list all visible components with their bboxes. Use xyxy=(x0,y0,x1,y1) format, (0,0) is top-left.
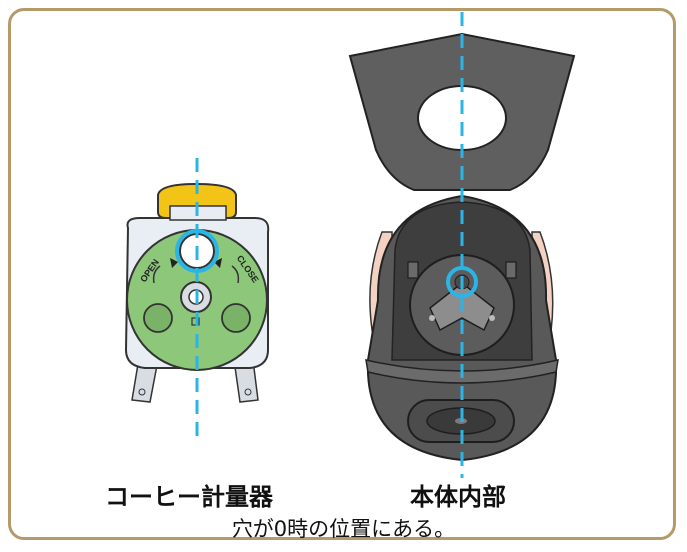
body-interior-label: 本体内部 xyxy=(410,483,506,511)
diagram-frame xyxy=(8,8,676,540)
caption-text: 穴が0時の位置にある。 xyxy=(231,517,456,541)
coffee-measure-label: コーヒー計量器 xyxy=(105,483,273,511)
